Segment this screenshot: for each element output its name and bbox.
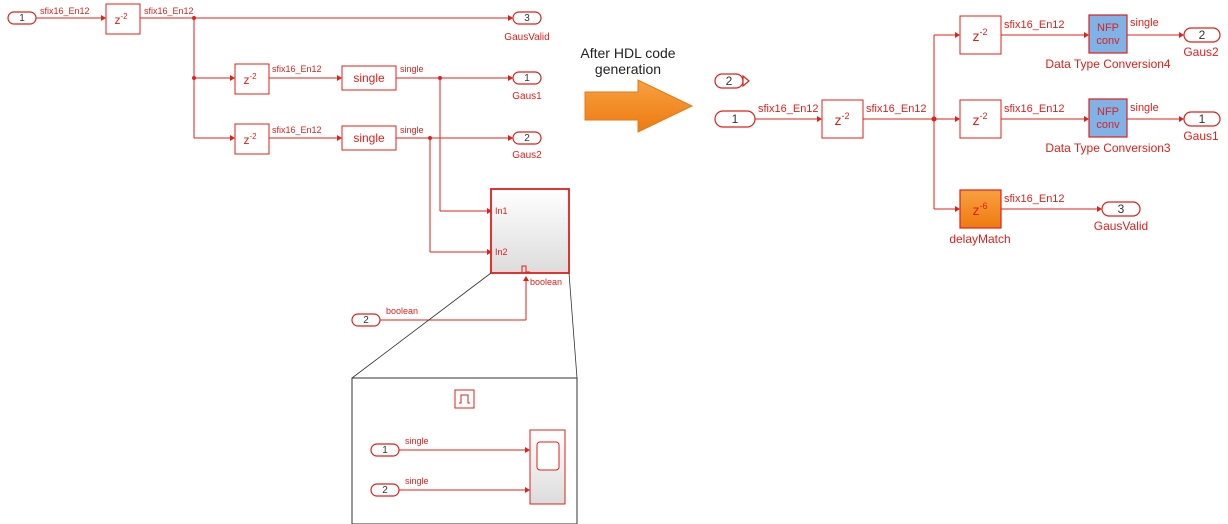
zoom-inport-2[interactable]: 2 (370, 483, 400, 497)
delay-exp-text: -2 (120, 12, 128, 21)
nfp-convert-block-3[interactable]: NFP conv (1088, 98, 1128, 138)
left-signal-label-5: sfix16_En12 (272, 125, 322, 135)
left-outport-2[interactable]: 2 (512, 131, 542, 145)
delay-base-text: z (114, 13, 120, 27)
right-delay-block-3[interactable]: z-2 (959, 99, 1002, 139)
right-outport-1[interactable]: 1 (1183, 111, 1221, 127)
subsystem-in2-label: In2 (495, 247, 508, 257)
left-inport-2[interactable]: 2 (351, 313, 381, 327)
left-delay-block-1[interactable]: z-2 (105, 3, 141, 35)
right-outport-1-label: Gaus1 (1183, 129, 1219, 143)
left-inport-1-number: 1 (19, 13, 25, 24)
nfp-convert-block-4[interactable]: NFP conv (1088, 14, 1128, 54)
right-outport-3-label: GausValid (1094, 219, 1148, 233)
svg-text:1: 1 (382, 445, 388, 456)
svg-text:2: 2 (382, 485, 388, 496)
right-inport-1[interactable]: 1 (714, 110, 756, 128)
transition-text-line-2: generation (595, 61, 661, 77)
left-convert-block-1[interactable]: single (341, 65, 397, 91)
svg-text:z-2: z-2 (243, 72, 257, 87)
conv3-label: Data Type Conversion3 (1045, 141, 1171, 155)
zoom-signal-label-1: single (405, 436, 429, 446)
svg-text:z-2: z-2 (972, 27, 987, 44)
right-outport-2-label: Gaus2 (1183, 45, 1219, 59)
svg-text:z-2: z-2 (114, 12, 128, 27)
svg-text:2: 2 (726, 74, 733, 88)
left-signal-label-6: single (400, 125, 424, 135)
subsystem-in1-label: In1 (495, 206, 508, 216)
left-outport-1[interactable]: 1 (512, 71, 542, 85)
left-signal-label-3: sfix16_En12 (272, 64, 322, 74)
transition-text-line-1: After HDL code (580, 45, 675, 61)
zoom-inport-1[interactable]: 1 (370, 443, 400, 457)
right-inport-2[interactable]: 2 (714, 73, 750, 89)
zoom-signal-label-2: single (405, 476, 429, 486)
right-signal-label-4: single (1130, 17, 1159, 29)
svg-text:NFP: NFP (1097, 106, 1119, 118)
delay-match-block[interactable]: z-6 (959, 189, 1002, 229)
zoom-detail-panel: 1 single 2 single (351, 377, 578, 524)
svg-text:1: 1 (732, 112, 739, 126)
left-signal-label-2: sfix16_En12 (144, 6, 194, 16)
left-outport-3-number: 3 (524, 13, 530, 24)
boolean-signal-label-1: boolean (386, 306, 418, 316)
scope-block[interactable] (529, 429, 566, 505)
svg-text:NFP: NFP (1097, 22, 1119, 34)
right-signal-label-5: sfix16_En12 (1004, 103, 1065, 115)
right-arrow-icon (584, 79, 694, 133)
svg-text:3: 3 (1118, 202, 1125, 216)
right-signal-label-7: sfix16_En12 (1004, 193, 1065, 205)
scope-screen-icon (536, 441, 560, 471)
right-outport-2[interactable]: 2 (1183, 27, 1221, 43)
boolean-signal-label-2: boolean (530, 277, 562, 287)
right-signal-label-6: single (1130, 102, 1159, 114)
left-convert-1-label: single (353, 71, 385, 85)
right-signal-label-3: sfix16_En12 (1004, 19, 1065, 31)
right-signal-label-1: sfix16_En12 (758, 103, 819, 115)
right-delay-block-2[interactable]: z-2 (959, 15, 1002, 55)
svg-text:2: 2 (524, 133, 530, 144)
left-outport-1-label: Gaus1 (512, 91, 542, 102)
svg-text:z-2: z-2 (972, 111, 987, 128)
svg-text:1: 1 (524, 73, 530, 84)
left-signal-label-4: single (400, 64, 424, 74)
conv4-label: Data Type Conversion4 (1045, 57, 1171, 71)
left-outport-2-label: Gaus2 (512, 150, 542, 161)
svg-text:1: 1 (1199, 112, 1206, 126)
right-outport-3[interactable]: 3 (1101, 201, 1141, 217)
left-convert-block-2[interactable]: single (341, 125, 397, 151)
left-signal-label-1: sfix16_En12 (40, 6, 90, 16)
svg-text:conv: conv (1096, 35, 1120, 47)
right-delay-block-1[interactable]: z-2 (821, 99, 864, 139)
left-model: 1 sfix16_En12 z-2 sfix16_En12 3 GausVali… (7, 3, 578, 524)
svg-text:2: 2 (1199, 28, 1206, 42)
left-inport-1[interactable]: 1 (7, 11, 37, 25)
delaymatch-label: delayMatch (949, 232, 1010, 246)
trigger-port-icon[interactable] (454, 389, 475, 409)
svg-text:2: 2 (363, 315, 369, 326)
svg-text:conv: conv (1096, 119, 1120, 131)
svg-text:z-2: z-2 (834, 111, 849, 128)
triggered-subsystem[interactable]: In1 In2 (490, 188, 570, 274)
left-outport-3-label: GausValid (504, 32, 549, 43)
left-delay-block-3[interactable]: z-2 (234, 123, 270, 155)
right-model: 2 1 sfix16_En12 z-2 sfix16_En12 z-2 (714, 14, 1221, 246)
svg-text:z-2: z-2 (243, 132, 257, 147)
left-outport-3[interactable]: 3 (512, 11, 542, 25)
svg-text:z-6: z-6 (972, 201, 987, 218)
right-signal-label-2: sfix16_En12 (866, 103, 927, 115)
transition-annotation: After HDL code generation (580, 45, 694, 133)
trigger-icon (521, 265, 530, 273)
left-delay-block-2[interactable]: z-2 (234, 63, 270, 95)
svg-text:single: single (353, 131, 385, 145)
